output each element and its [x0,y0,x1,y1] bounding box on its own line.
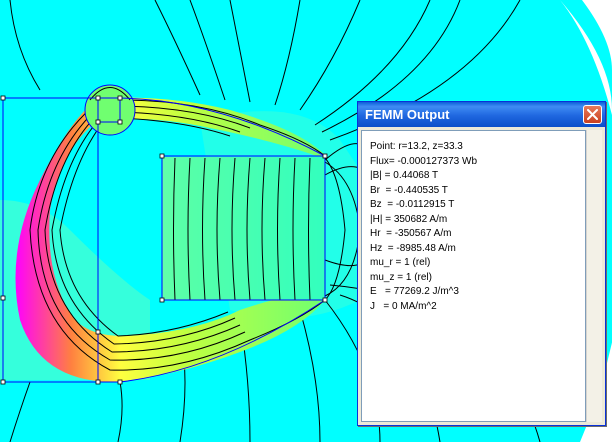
br-line: Br = -0.440535 T [370,184,448,196]
b-magnitude-line: |B| = 0.44068 T [370,170,439,181]
window-titlebar[interactable]: FEMM Output [358,102,605,127]
close-icon [587,109,598,120]
geometry-nodes [0,95,328,385]
h-magnitude-line: |H| = 350682 A/m [370,213,448,225]
air-gap-block [162,156,325,300]
window-title: FEMM Output [365,107,450,122]
current-density-line: J = 0 MA/m^2 [370,300,437,312]
femm-output-window[interactable]: FEMM Output Point: r=13.2, z=33.3 Flux= … [357,101,606,426]
readout-scrollbar[interactable] [586,130,602,422]
hr-line: Hr = -350567 A/m [370,228,452,239]
mu-z-line: mu_z = 1 (rel) [370,271,432,283]
bz-line: Bz = -0.0112915 T [370,199,455,210]
winding-circle [84,84,136,136]
output-readout: Point: r=13.2, z=33.3 Flux= -0.000127373… [361,130,586,422]
mu-r-line: mu_r = 1 (rel) [370,257,431,268]
hz-line: Hz = -8985.48 A/m [370,242,456,254]
winding-field-line [89,87,131,101]
flux-line: Flux= -0.000127373 Wb [370,155,478,167]
core-field-lines [29,99,361,371]
point-line: Point: r=13.2, z=33.3 [370,141,463,152]
close-button[interactable] [583,105,602,124]
energy-line: E = 77269.2 J/m^3 [370,286,459,297]
field-region-edge [560,0,612,442]
